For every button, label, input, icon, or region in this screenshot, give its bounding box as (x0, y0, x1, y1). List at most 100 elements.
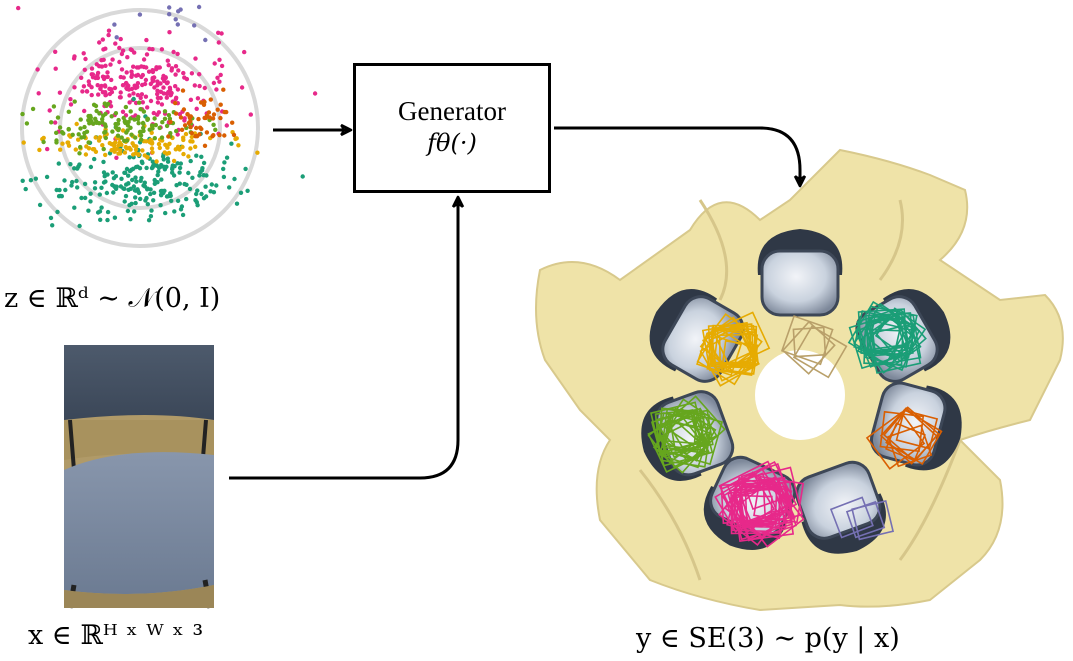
scatter-point (123, 104, 129, 110)
scatter-point (120, 48, 126, 53)
scatter-point (125, 128, 130, 133)
scatter-point (88, 113, 93, 119)
scatter-point (138, 196, 143, 202)
scatter-point (128, 109, 133, 114)
scatter-point (219, 63, 225, 69)
scatter-point (143, 94, 149, 99)
scatter-point (113, 186, 119, 191)
scatter-point (45, 146, 50, 152)
scatter-point (118, 36, 123, 42)
scatter-point (118, 148, 123, 153)
scatter-point (171, 173, 177, 178)
scatter-point (106, 28, 112, 33)
scatter-point (120, 83, 126, 88)
scatter-point (187, 186, 193, 192)
scatter-point (94, 120, 99, 126)
scatter-point (88, 191, 93, 196)
scatter-point (86, 146, 92, 151)
scatter-point (149, 165, 155, 171)
scatter-point (76, 132, 81, 137)
scatter-point (134, 179, 139, 184)
scatter-point (189, 134, 194, 140)
scatter-point (131, 91, 136, 96)
scatter-point (97, 192, 103, 197)
scatter-point (20, 178, 25, 183)
scatter-point (186, 170, 191, 176)
scatter-point (92, 156, 97, 162)
scatter-point (224, 109, 229, 115)
scatter-point (127, 93, 132, 98)
scatter-point (158, 81, 163, 86)
scatter-point (166, 113, 172, 118)
scatter-point (68, 97, 73, 102)
scatter-point (89, 66, 95, 71)
scatter-point (166, 89, 171, 95)
scatter-point (213, 127, 218, 132)
scatter-point (122, 170, 127, 175)
scatter-point (51, 104, 57, 109)
scatter-point (188, 146, 193, 151)
scatter-point (81, 84, 87, 89)
scatter-point (209, 182, 214, 187)
scatter-point (239, 85, 245, 90)
scatter-point (178, 161, 183, 166)
scatter-point (156, 169, 161, 174)
scatter-point (78, 126, 83, 131)
scatter-point (91, 102, 97, 108)
scatter-point (127, 145, 132, 151)
scatter-point (170, 163, 175, 168)
scatter-point (187, 114, 193, 119)
scatter-point (179, 204, 185, 209)
scatter-point (184, 182, 189, 187)
scatter-point (23, 186, 28, 192)
scatter-point (86, 79, 92, 84)
scatter-point (182, 123, 188, 128)
scatter-point (86, 140, 91, 145)
pose-box (853, 310, 903, 357)
scatter-point (105, 101, 111, 107)
pose-box (867, 323, 922, 374)
scatter-point (218, 102, 223, 107)
scatter-point (105, 70, 110, 75)
scatter-point (139, 137, 144, 142)
scatter-point (126, 173, 131, 178)
chair-photo (64, 345, 214, 609)
scatter-point (155, 88, 160, 94)
scatter-point (211, 190, 217, 195)
scatter-point (103, 90, 108, 95)
scatter-point (218, 72, 223, 78)
scatter-point (165, 58, 170, 63)
scatter-point (62, 178, 67, 183)
scene-chair (795, 460, 886, 554)
scatter-point (199, 154, 204, 159)
scatter-point (117, 140, 123, 145)
scatter-point (182, 118, 187, 123)
scatter-point (132, 188, 138, 193)
pose-box (792, 326, 827, 358)
scatter-point (101, 159, 106, 165)
scatter-point (83, 56, 88, 62)
scatter-point (221, 166, 226, 172)
scatter-point (88, 199, 93, 204)
scatter-point (173, 84, 178, 89)
scatter-point (144, 165, 149, 171)
scatter-point (147, 127, 152, 132)
scatter-point (177, 147, 182, 152)
scatter-point (103, 111, 108, 117)
scatter-point (113, 41, 118, 46)
scatter-point (128, 217, 133, 222)
scatter-point (104, 190, 110, 196)
scatter-point (103, 179, 108, 184)
scatter-point (134, 85, 140, 90)
scatter-point (80, 89, 85, 94)
scatter-point (163, 210, 168, 216)
scatter-point (190, 175, 195, 180)
scatter-point (201, 102, 207, 108)
scatter-point (153, 122, 158, 128)
scatter-point (198, 169, 203, 175)
scatter-point (101, 76, 107, 82)
scatter-point (199, 191, 204, 197)
scatter-point (167, 30, 172, 35)
scatter-point (180, 212, 186, 218)
scatter-point (194, 153, 199, 158)
